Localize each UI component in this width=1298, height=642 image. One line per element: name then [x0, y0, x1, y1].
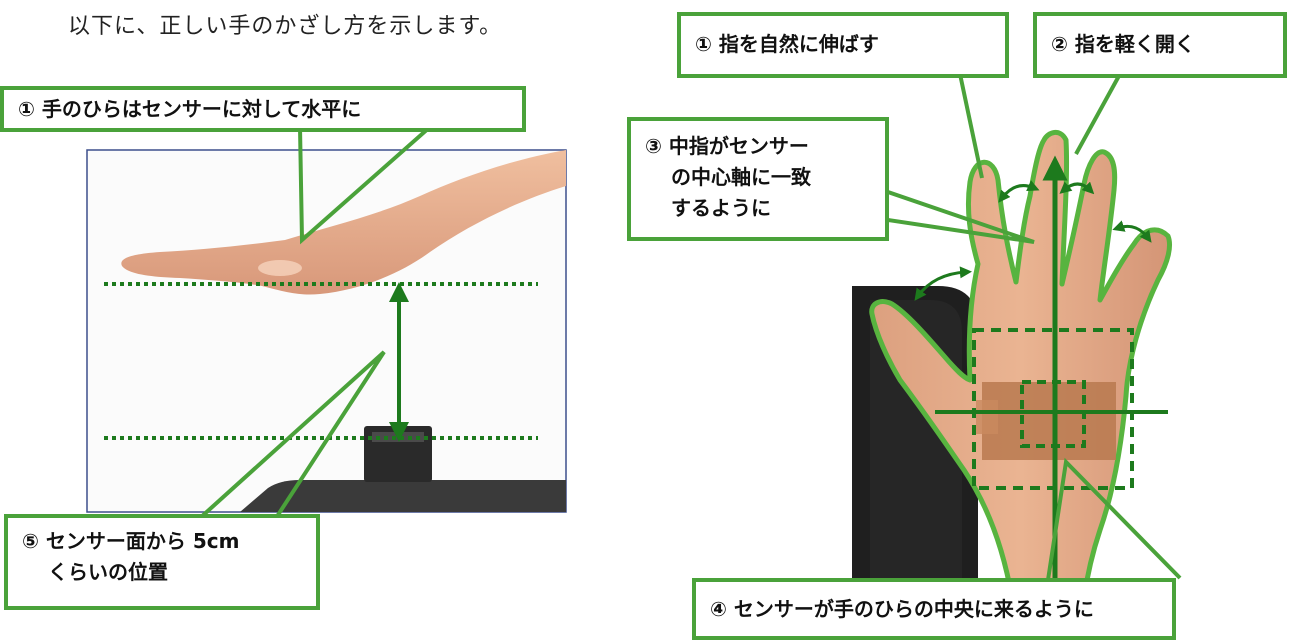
callout-text: くらいの位置	[48, 560, 168, 584]
callout-sensor-palm-center: ④ センサーが手のひらの中央に来るように	[692, 578, 1176, 640]
right-leader-lines	[887, 73, 1182, 581]
finger-spread-arrow	[1059, 181, 1095, 195]
callout-text: の中心軸に一致	[671, 165, 811, 189]
thumb-spread-arrow	[914, 266, 972, 301]
finger-spread-arrow	[998, 180, 1040, 203]
callout-text: ① 指を自然に伸ばす	[695, 32, 879, 56]
callout-fingers-spread: ② 指を軽く開く	[1033, 12, 1287, 78]
top-hand	[869, 130, 1173, 601]
callout-text: するように	[671, 196, 771, 220]
intro-text: 以下に、正しい手のかざし方を示します。	[68, 14, 503, 39]
callout-distance: ⑤ センサー面から 5cm くらいの位置	[4, 514, 320, 610]
side-view-photo	[86, 149, 567, 513]
finger-spread-arrow	[1112, 220, 1152, 243]
callout-text: ③ 中指がセンサー	[645, 134, 809, 158]
callout-text: ⑤ センサー面から 5cm	[22, 529, 240, 553]
callout-text: ① 手のひらはセンサーに対して水平に	[18, 97, 362, 121]
side-hand	[121, 150, 566, 295]
callout-palm-horizontal: ① 手のひらはセンサーに対して水平に	[0, 86, 526, 132]
top-view-photo	[852, 130, 1173, 601]
sensor-area-patch	[982, 382, 1116, 460]
reader-device	[240, 480, 566, 512]
callout-fingers-extend: ① 指を自然に伸ばす	[677, 12, 1009, 78]
left-leader-lines	[198, 125, 432, 520]
callout-text: ④ センサーが手のひらの中央に来るように	[710, 597, 1094, 621]
callout-text: ② 指を軽く開く	[1051, 32, 1195, 56]
callout-middle-finger-axis: ③ 中指がセンサー の中心軸に一致 するように	[627, 117, 889, 241]
